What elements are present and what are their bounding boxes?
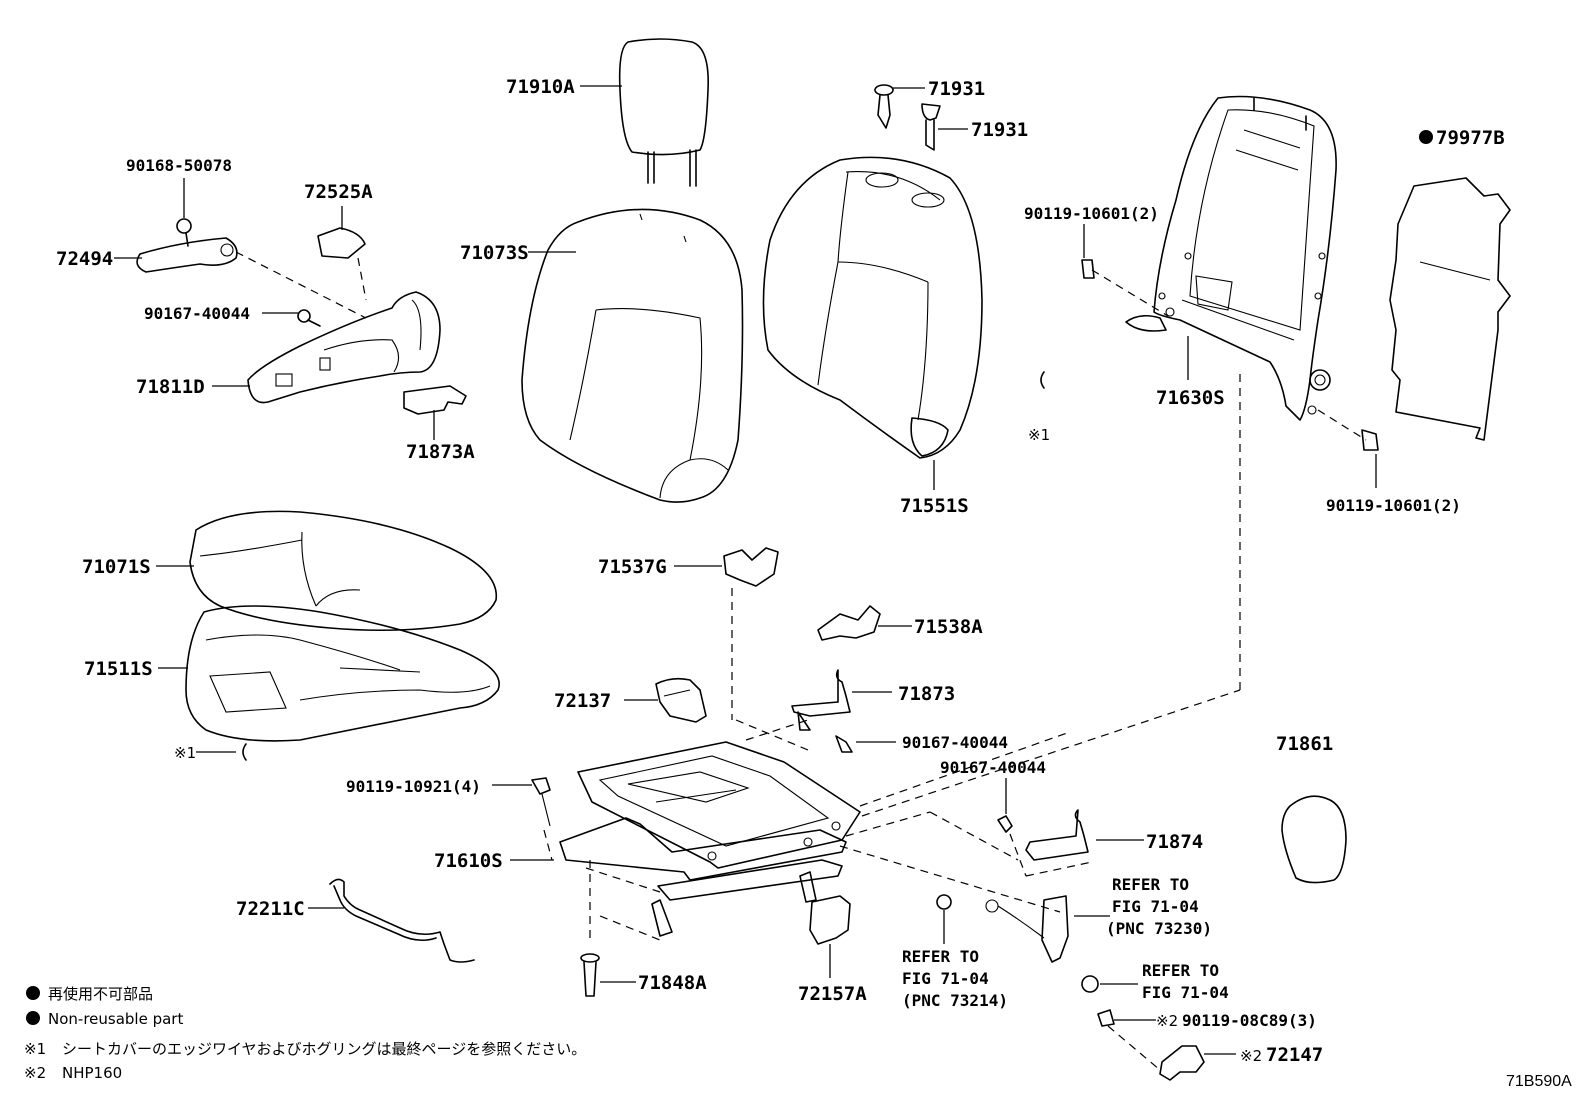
- label-90119-10921: 90119-10921(4): [346, 777, 481, 796]
- seatback-cover-drawing: [521, 208, 744, 503]
- nonreusable-dot-79977B: [1419, 130, 1433, 144]
- label-71551S: 71551S: [900, 495, 969, 517]
- label-71931-a: 71931: [928, 78, 985, 100]
- label-90168-50078: 90168-50078: [126, 156, 232, 175]
- label-71873A: 71873A: [406, 441, 475, 463]
- bracket-71874-drawing: [997, 809, 1089, 861]
- label-90167-40044-mid: 90167-40044: [902, 733, 1008, 752]
- label-90119-10601-top: 90119-10601(2): [1024, 204, 1159, 223]
- legend-note-1-mark: ※1: [24, 1040, 46, 1058]
- wire-72211C-drawing: [329, 878, 475, 963]
- pin-71848A-drawing: [580, 953, 600, 997]
- hog-ring-symbol-seat: [242, 743, 247, 761]
- label-71537G: 71537G: [598, 556, 667, 578]
- label-71811D: 71811D: [136, 376, 205, 398]
- label-71071S: 71071S: [82, 556, 151, 578]
- mark-2-bolt: ※2: [1156, 1012, 1178, 1030]
- label-90167-40044-top: 90167-40044: [144, 304, 250, 323]
- headrest-drawing: [618, 38, 709, 187]
- cover-72157A-drawing: [809, 895, 851, 945]
- seat-cushion-pad-drawing: [185, 605, 500, 742]
- label-90119-10601-bottom: 90119-10601(2): [1326, 496, 1461, 515]
- seat-cushion-cover-drawing: [189, 510, 498, 632]
- label-71873: 71873: [898, 683, 955, 705]
- label-72137: 72137: [554, 690, 611, 712]
- svg-text:FIG 71-04: FIG 71-04: [1112, 897, 1199, 916]
- ref-fig: REFER TO FIG 71-04: [1142, 961, 1229, 1002]
- label-71931-b: 71931: [971, 119, 1028, 141]
- label-71848A: 71848A: [638, 972, 707, 994]
- svg-text:REFER TO: REFER TO: [902, 947, 979, 966]
- cover-71861-drawing: [1281, 795, 1347, 884]
- label-72147: 72147: [1266, 1044, 1323, 1066]
- svg-text:(PNC 73214): (PNC 73214): [902, 991, 1008, 1010]
- label-71610S: 71610S: [434, 850, 503, 872]
- cover-72137-drawing: [655, 677, 707, 723]
- ref-73214: REFER TO FIG 71-04 (PNC 73214): [902, 947, 1008, 1010]
- mark-1-seat: ※1: [174, 744, 196, 762]
- label-72494: 72494: [56, 248, 113, 270]
- diagram-code: 71B590A: [1506, 1073, 1572, 1090]
- label-71861: 71861: [1276, 733, 1333, 755]
- legend-dot-en: [26, 1011, 40, 1025]
- label-79977B: 79977B: [1436, 127, 1505, 149]
- seatback-frame-drawing: [1081, 95, 1379, 451]
- svg-text:REFER TO: REFER TO: [1142, 961, 1219, 980]
- mark-2-bracket: ※2: [1240, 1047, 1262, 1065]
- headrest-guide-drawing: [874, 84, 941, 151]
- cover-71537G-drawing: [723, 547, 779, 587]
- label-71511S: 71511S: [84, 658, 153, 680]
- recliner-cover-group-drawing: [136, 218, 467, 415]
- legend-note-1-text: シートカバーのエッジワイヤおよびホグリングは最終ページを参照ください。: [62, 1040, 586, 1058]
- seatback-pad-drawing: [762, 156, 983, 459]
- label-71073S: 71073S: [460, 242, 529, 264]
- label-72525A: 72525A: [304, 181, 373, 203]
- label-71630S: 71630S: [1156, 387, 1225, 409]
- legend-nonreusable-ja: 再使用不可部品: [48, 985, 153, 1003]
- seatback-mat-drawing: [1389, 177, 1511, 441]
- label-71874: 71874: [1146, 831, 1203, 853]
- seatbelt-buckle-drawing: [936, 894, 1205, 1081]
- label-72211C: 72211C: [236, 898, 305, 920]
- svg-text:(PNC 73230): (PNC 73230): [1106, 919, 1212, 938]
- label-90167-40044-right: 90167-40044: [940, 758, 1046, 777]
- label-90119-08C89: 90119-08C89(3): [1182, 1011, 1317, 1030]
- legend-note-2-text: NHP160: [62, 1064, 122, 1082]
- hog-ring-symbol: [1040, 371, 1045, 389]
- legend-dot-ja: [26, 986, 40, 1000]
- cover-71538A-drawing: [817, 605, 881, 641]
- svg-text:FIG 71-04: FIG 71-04: [902, 969, 989, 988]
- svg-text:FIG 71-04: FIG 71-04: [1142, 983, 1229, 1002]
- bracket-71873-drawing: [791, 669, 853, 753]
- legend-nonreusable-en: Non-reusable part: [48, 1010, 183, 1028]
- ref-73230: REFER TO FIG 71-04 (PNC 73230): [1106, 875, 1212, 938]
- label-71538A: 71538A: [914, 616, 983, 638]
- label-72157A: 72157A: [798, 983, 867, 1005]
- seat-adjuster-drawing: [531, 741, 861, 937]
- mark-1-back: ※1: [1028, 426, 1050, 444]
- legend-note-2-mark: ※2: [24, 1064, 46, 1082]
- svg-text:REFER TO: REFER TO: [1112, 875, 1189, 894]
- label-71910A: 71910A: [506, 76, 575, 98]
